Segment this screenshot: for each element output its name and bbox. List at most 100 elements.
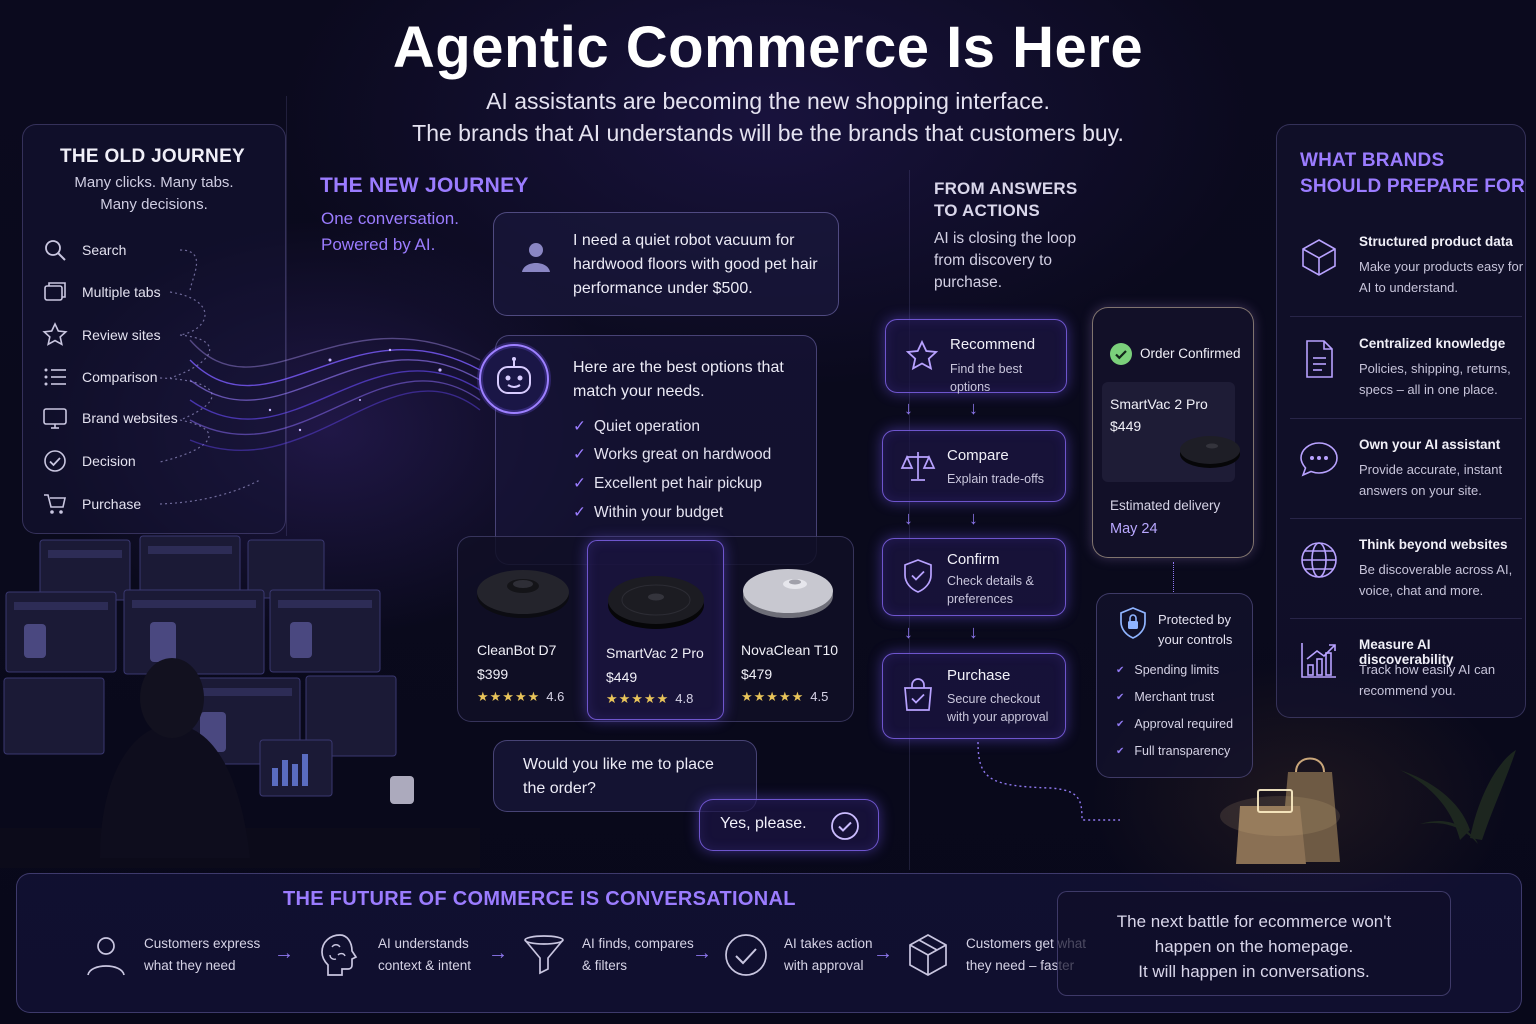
bullet-check-icon: ✔: [1116, 691, 1125, 703]
ai-check-item: ✓Within your budget: [573, 503, 724, 522]
shield-check-icon: [904, 559, 932, 593]
check-icon: ✓: [573, 475, 586, 492]
flow-arrow-icon: →: [873, 942, 893, 964]
old-journey-item-label: Review sites: [82, 327, 161, 343]
divider: [1290, 618, 1522, 619]
flow-arrow-icon: ↓: [904, 398, 913, 418]
old-journey-desc-1: Many clicks. Many tabs.: [74, 174, 234, 191]
brand-item-title: Centralized knowledge: [1359, 336, 1506, 351]
order-status: Order Confirmed: [1140, 346, 1241, 361]
quote-line-3: It will happen in conversations.: [1138, 962, 1370, 981]
product-name: CleanBot D7: [477, 642, 557, 658]
divider: [909, 170, 910, 870]
quote-box: [1057, 891, 1451, 996]
search-icon: [45, 240, 66, 261]
old-journey-panel: [22, 124, 286, 534]
journey-wave-graphic: [159, 249, 481, 505]
delivery-label: Estimated delivery: [1110, 498, 1221, 513]
product-price: $449: [606, 669, 638, 685]
flow-arrow-icon: ↓: [904, 508, 913, 528]
brain-icon: [321, 934, 358, 976]
tabs-icon: [44, 282, 66, 301]
ai-response-text: Here are the best options that match you…: [573, 359, 784, 400]
quote-line-1: The next battle for ecommerce won't: [1116, 912, 1392, 931]
bullet-check-icon: ✔: [1116, 718, 1125, 730]
divider: [286, 96, 287, 536]
bag-check-icon: [904, 678, 932, 711]
cube-icon: [1302, 239, 1336, 276]
flow-arrow-icon: →: [274, 942, 294, 964]
step-purchase: Purchase Secure checkout with your appro…: [882, 653, 1066, 739]
product-rating: ★★★★★4.6: [477, 689, 565, 704]
bullet-check-icon: ✔: [1116, 745, 1125, 757]
step-desc: Check details & preferences: [947, 574, 1034, 606]
cart-icon: [44, 494, 66, 514]
step-title: Confirm: [947, 551, 1000, 568]
page-subtitle-2: The brands that AI understands will be t…: [412, 120, 1124, 146]
old-journey-item-label: Brand websites: [82, 410, 178, 426]
robot-vacuum-image: [743, 569, 833, 618]
old-journey-item-decision: Decision: [42, 446, 136, 476]
future-commerce-heading: THE FUTURE OF COMMERCE IS CONVERSATIONAL: [283, 888, 796, 910]
quote-line-2: happen on the homepage.: [1154, 937, 1354, 956]
page-title: Agentic Commerce Is Here: [392, 15, 1144, 80]
protection-card: [1096, 593, 1253, 778]
old-journey-item-label: Purchase: [82, 496, 142, 512]
ai-response-bubble: [495, 335, 817, 565]
brand-item-structured-data: Structured product data Make your produc…: [1296, 234, 1524, 320]
robot-vacuum-image: [608, 576, 704, 629]
old-journey-item-label: Multiple tabs: [82, 284, 161, 300]
brand-item-title: Measure AI discoverability: [1359, 637, 1454, 667]
brand-item-desc: Make your products easy for AI to unders…: [1359, 259, 1524, 295]
product-card-novaclean[interactable]: NovaClean T10 $479 ★★★★★4.5: [727, 536, 854, 722]
brand-item-title: Think beyond websites: [1359, 537, 1508, 552]
protection-item: ✔Full transparency: [1116, 744, 1231, 758]
document-icon: [1306, 340, 1333, 378]
step-desc: Find the best options: [950, 362, 1023, 394]
brand-item-own-assistant: Own your AI assistant Provide accurate, …: [1296, 437, 1524, 523]
page-subtitle-1: AI assistants are becoming the new shopp…: [486, 88, 1050, 114]
dotted-flow-connector: [977, 741, 1120, 821]
product-rating: ★★★★★4.5: [741, 689, 829, 704]
rating-stars: ★★★★★: [741, 689, 805, 704]
reply-check-icon: [831, 812, 859, 840]
flow-arrow-icon: →: [692, 942, 712, 964]
check-circle-icon: [725, 934, 767, 976]
brand-item-title: Own your AI assistant: [1359, 437, 1501, 452]
answers-actions-desc: AI is closing the loop from discovery to…: [934, 230, 1077, 291]
product-rating: ★★★★★4.8: [606, 691, 694, 706]
product-card-smartvac[interactable]: SmartVac 2 Pro $449 ★★★★★4.8: [587, 540, 724, 720]
product-card-cleanbot[interactable]: CleanBot D7 $399 ★★★★★4.6: [457, 536, 585, 722]
flow-arrow-icon: ↓: [969, 398, 978, 418]
brand-item-measure-discoverability: Measure AI discoverability Track how eas…: [1296, 637, 1524, 723]
ai-check-item: ✓Works great on hardwood: [573, 445, 772, 464]
yes-please-label: Yes, please.: [720, 815, 807, 832]
new-journey-desc-2: Powered by AI.: [321, 235, 436, 254]
scale-icon: [900, 452, 936, 481]
product-card-row: CleanBot D7 $399 ★★★★★4.6 SmartVac 2 Pro…: [457, 536, 854, 722]
star-icon: [905, 339, 939, 371]
future-step-finds: AI finds, compares& filters: [520, 930, 694, 980]
brand-item-title: Structured product data: [1359, 234, 1513, 249]
person-icon: [87, 937, 125, 976]
future-step-text: AI finds, compares& filters: [582, 936, 694, 973]
product-name: SmartVac 2 Pro: [606, 645, 704, 661]
divider: [1290, 518, 1522, 519]
rating-stars: ★★★★★: [606, 691, 670, 706]
monitor-icon: [43, 408, 67, 429]
protection-item: ✔Merchant trust: [1116, 690, 1215, 704]
ai-question-text: Would you like me to place the order?: [523, 756, 714, 797]
new-journey-heading: THE NEW JOURNEY: [320, 174, 529, 197]
user-avatar-icon: [522, 243, 550, 272]
product-price: $399: [477, 666, 509, 682]
confirmed-check-icon: [1110, 343, 1132, 365]
step-title: Purchase: [947, 667, 1011, 684]
old-journey-item-comparison: Comparison: [42, 362, 157, 392]
